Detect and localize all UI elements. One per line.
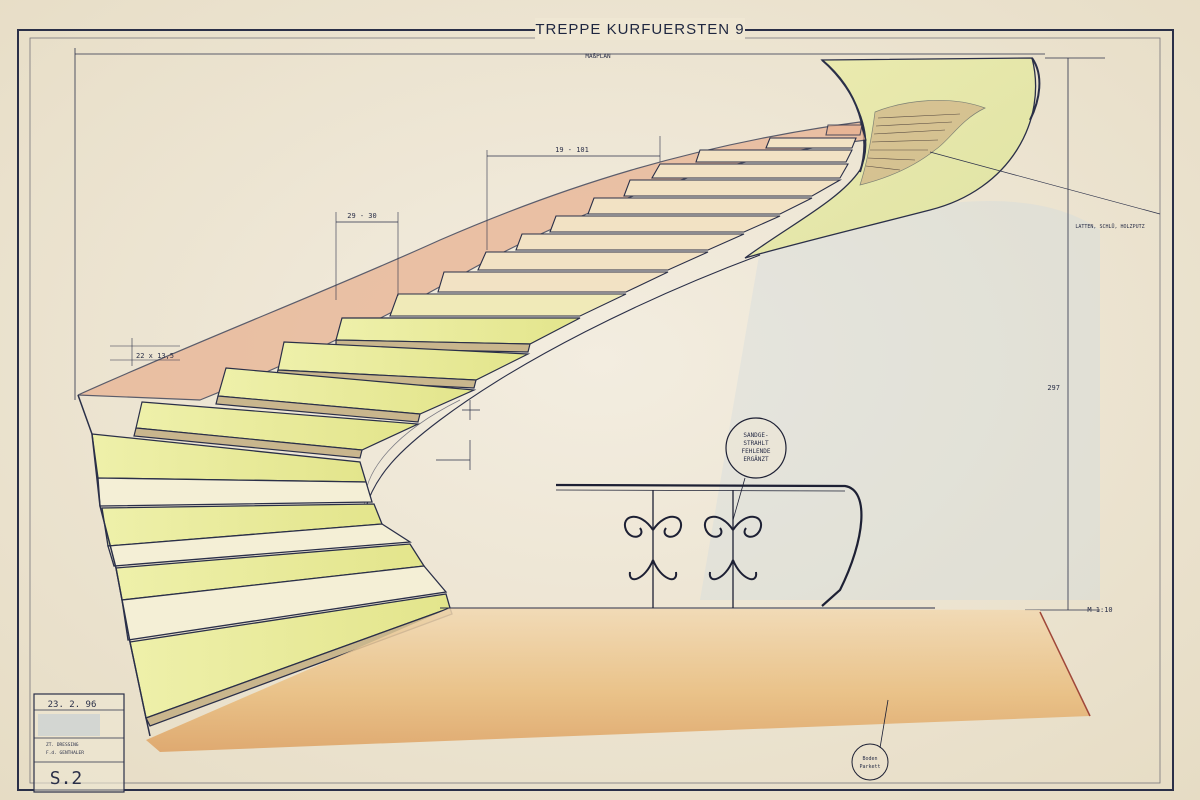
title-block-firm-2: F.d. GENTHALER bbox=[46, 750, 84, 756]
title-backing bbox=[535, 18, 745, 40]
tread-upper bbox=[587, 197, 813, 215]
tread-upper bbox=[765, 137, 857, 149]
floor bbox=[146, 608, 1090, 752]
stair-left-edge bbox=[77, 394, 151, 737]
title-block: 23. 2. 96 ZT. DRESSING F.d. GENTHALER S.… bbox=[33, 693, 125, 793]
leader-top-right bbox=[929, 151, 1161, 215]
tread-upper bbox=[437, 271, 669, 293]
riser bbox=[133, 427, 363, 459]
floor-note-line-1: Boden bbox=[862, 756, 877, 762]
lower-treads bbox=[91, 433, 453, 727]
blue-wash bbox=[700, 201, 1100, 600]
scroll-ornament bbox=[623, 515, 763, 581]
note-line-1: SANDGE- bbox=[743, 432, 768, 439]
tread-upper bbox=[695, 149, 853, 163]
construction-ticks bbox=[436, 400, 480, 470]
floor-note-leader bbox=[879, 699, 889, 749]
middle-treads bbox=[133, 317, 581, 459]
riser bbox=[97, 477, 373, 507]
title-block-firm-1: ZT. DRESSING bbox=[46, 742, 79, 748]
tread-upper bbox=[825, 124, 863, 136]
hatched-landing bbox=[859, 100, 986, 186]
tread-upper bbox=[623, 179, 843, 197]
floor-note-line-2: Parkett bbox=[859, 764, 880, 770]
dim-step-size: 22 x 13,5 bbox=[136, 352, 174, 360]
note-leader bbox=[732, 477, 746, 521]
riser bbox=[121, 565, 448, 641]
tread-upper bbox=[515, 233, 745, 251]
note-line-3: FEHLENDE bbox=[742, 448, 771, 455]
tread-upper bbox=[389, 293, 627, 317]
scale-label: M 1:10 bbox=[1087, 606, 1112, 614]
title-block-date: 23. 2. 96 bbox=[48, 700, 97, 710]
handrail bbox=[555, 483, 863, 607]
hatch-lines bbox=[865, 113, 961, 171]
dim-run-top: 19 - 101 bbox=[555, 146, 589, 154]
dim-tread-depth: 29 - 30 bbox=[347, 212, 377, 220]
balustrade bbox=[555, 483, 863, 608]
tread-upper bbox=[549, 215, 781, 233]
upper-treads bbox=[389, 124, 863, 317]
note-bubble bbox=[725, 417, 787, 479]
handrail-curve bbox=[821, 59, 866, 173]
floor-note-bubble bbox=[851, 743, 889, 781]
tread-upper bbox=[651, 163, 849, 179]
title-block-sheet: S.2 bbox=[50, 768, 83, 789]
drawing-title: TREPPE KURFUERSTEN 9 bbox=[535, 21, 744, 38]
handrail-underside bbox=[555, 489, 846, 492]
note-top-right: LATTEN, SCHLÜ, HOLZPUTZ bbox=[1075, 223, 1144, 230]
note-line-4: ERGÄNZT bbox=[743, 456, 769, 463]
stair-soffit bbox=[364, 254, 761, 511]
wall-edge bbox=[1029, 57, 1041, 121]
drawing-subtitle: MAßPLAN bbox=[585, 53, 611, 60]
riser bbox=[215, 395, 421, 423]
note-line-2: STRAHLT bbox=[743, 440, 769, 447]
floor-right-edge bbox=[1039, 611, 1091, 717]
tread-upper bbox=[477, 251, 709, 271]
height-dimension: 297 bbox=[1047, 384, 1060, 392]
riser bbox=[107, 523, 412, 567]
